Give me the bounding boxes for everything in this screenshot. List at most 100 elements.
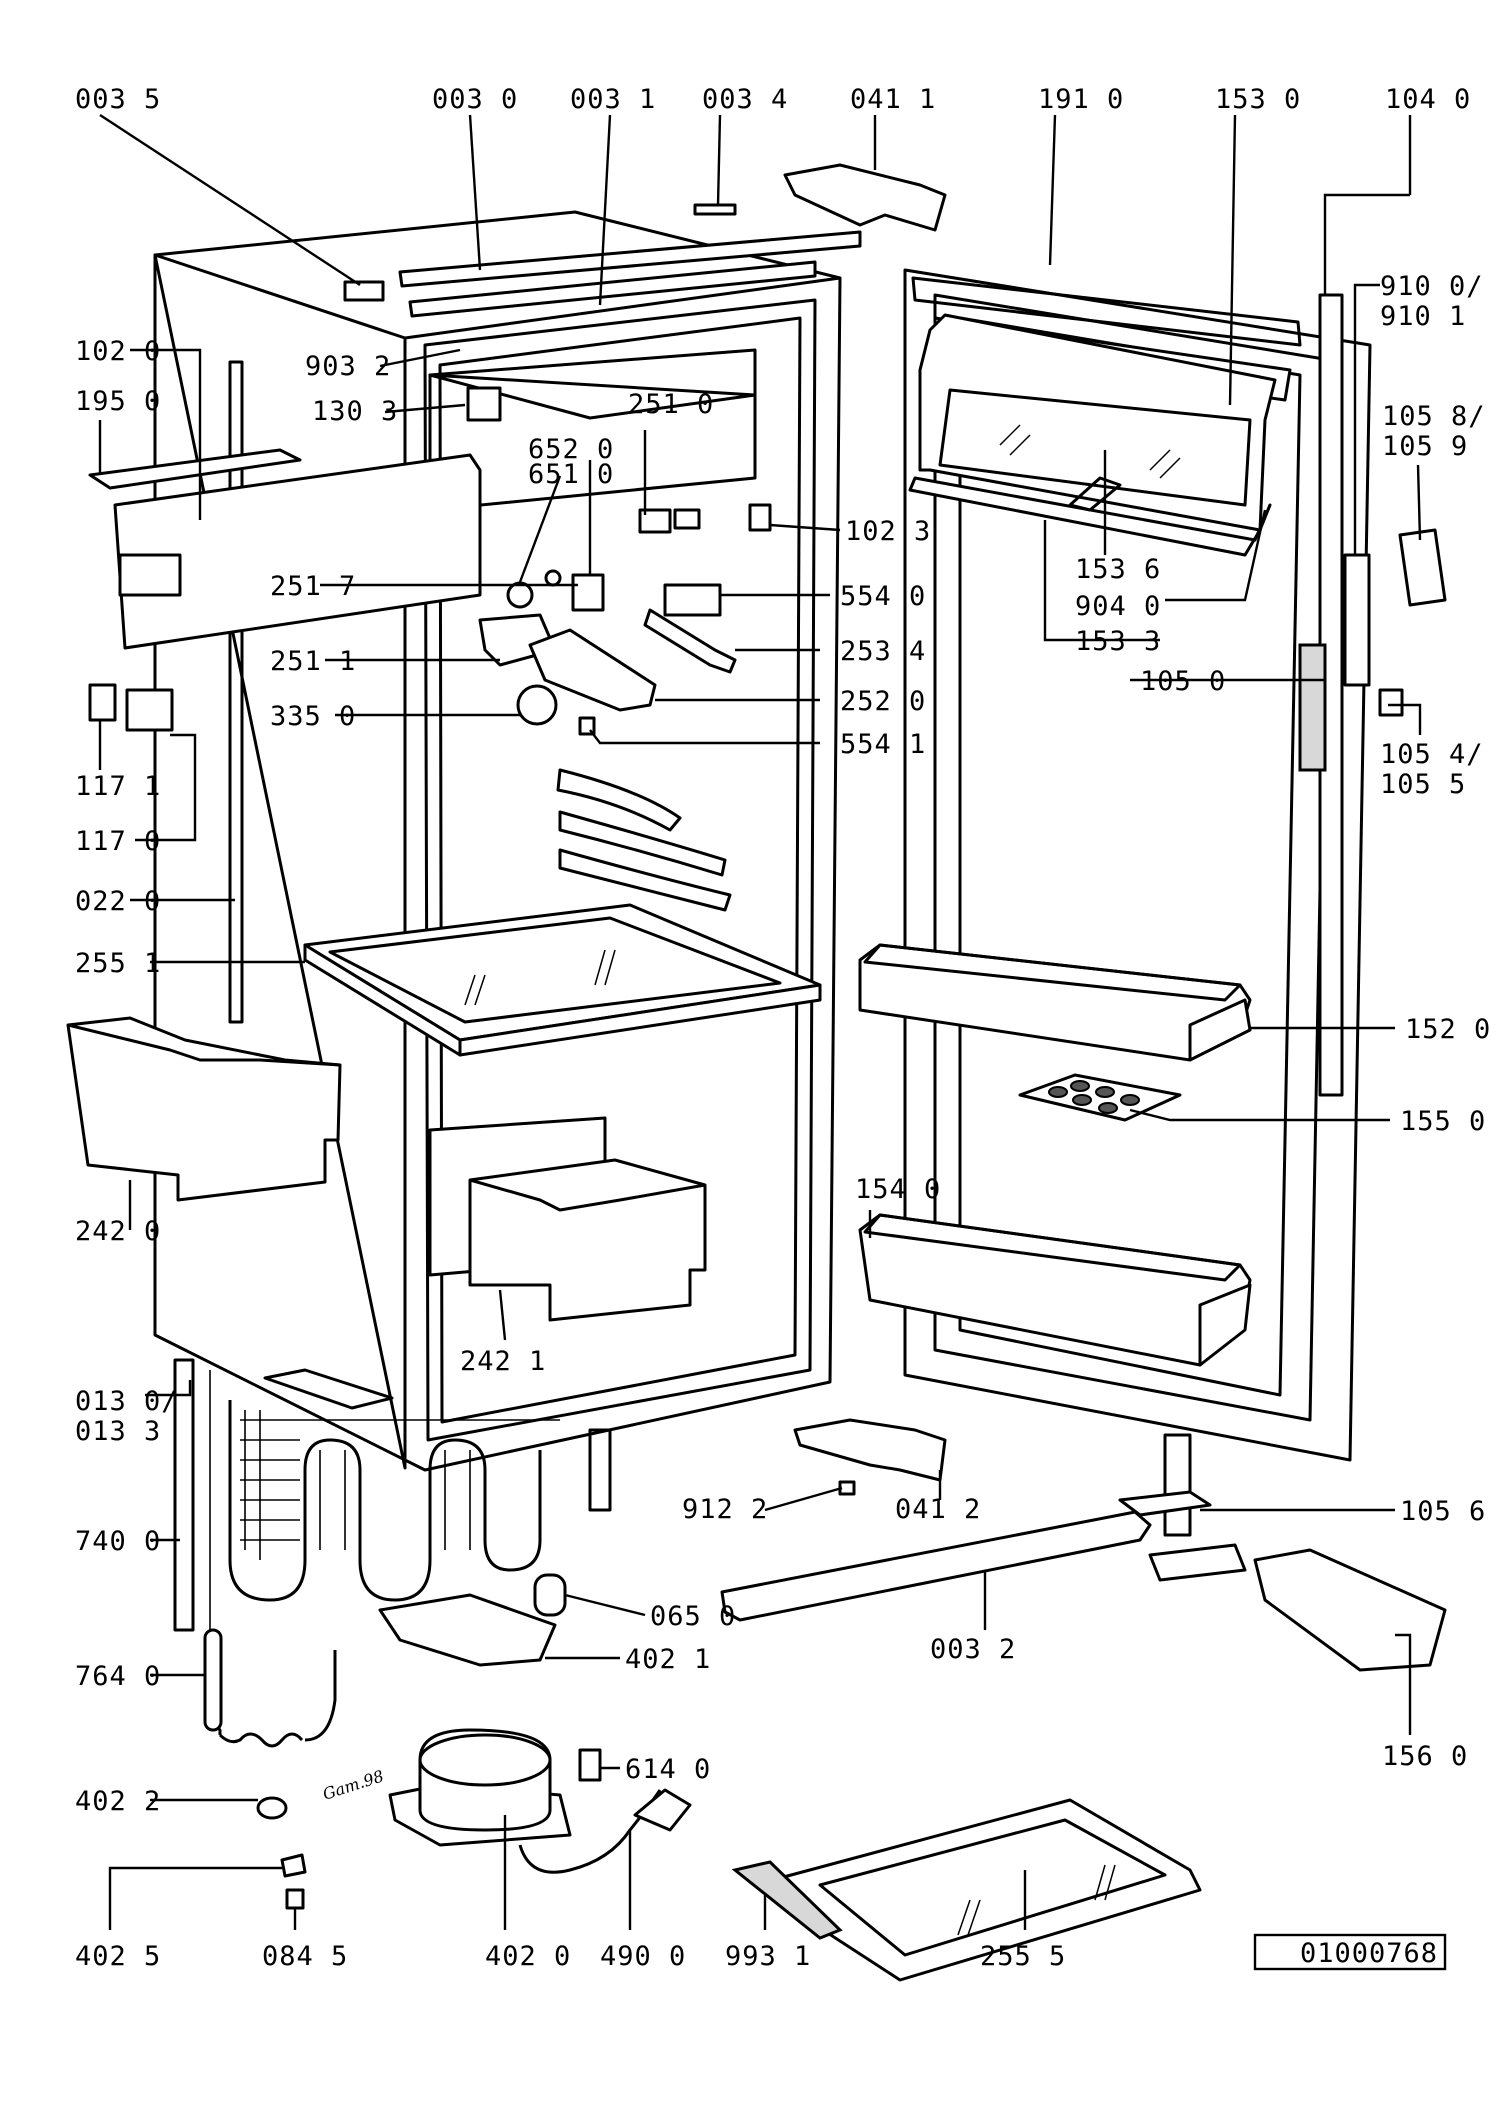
label-1533: 153 3 <box>1075 626 1161 657</box>
loose-parts-top <box>66 163 1447 1202</box>
label-9040: 904 0 <box>1075 591 1161 622</box>
label-3350: 335 0 <box>270 701 356 732</box>
label-1170: 117 0 <box>75 826 161 857</box>
part-labels: 003 5 003 0 003 1 003 4 041 1 191 0 153 … <box>75 84 1491 1972</box>
label-6510: 651 0 <box>528 459 614 490</box>
label-5540: 554 0 <box>840 581 926 612</box>
pin-0034 <box>693 203 737 216</box>
label-1540: 154 0 <box>855 1174 941 1205</box>
condenser-assembly <box>173 1358 612 1748</box>
label-2534: 253 4 <box>840 636 926 667</box>
hinge-0411 <box>783 163 947 232</box>
top-rail-0031 <box>408 260 817 318</box>
part-4022 <box>256 1796 288 1820</box>
tray-1560 <box>1253 1548 1447 1672</box>
label-1550: 155 0 <box>1400 1106 1486 1137</box>
label-1040: 104 0 <box>1385 84 1471 115</box>
label-1059: 105 9 <box>1382 431 1468 462</box>
clip-4025 <box>280 1853 307 1878</box>
clip-0035 <box>343 280 385 302</box>
label-4021: 402 1 <box>625 1644 711 1675</box>
label-1520: 152 0 <box>1405 1014 1491 1045</box>
bracket-0130 <box>263 1368 394 1410</box>
label-1058: 105 8/ <box>1382 401 1486 432</box>
foot-0845 <box>285 1888 305 1910</box>
label-0034: 003 4 <box>702 84 788 115</box>
cover-2520 <box>528 628 657 712</box>
part-1058 <box>1398 528 1447 607</box>
label-9100: 910 0/ <box>1380 271 1484 302</box>
label-1530: 153 0 <box>1215 84 1301 115</box>
label-1023: 102 3 <box>845 516 931 547</box>
label-0412: 041 2 <box>895 1494 981 1525</box>
label-0411: 041 1 <box>850 84 936 115</box>
label-0133: 013 3 <box>75 1416 161 1447</box>
label-0130: 013 0/ <box>75 1386 179 1417</box>
label-1050: 105 0 <box>1140 666 1226 697</box>
hinge-9100 <box>1343 553 1371 687</box>
label-0032: 003 2 <box>930 1634 1016 1665</box>
part-6520 <box>544 569 562 587</box>
part-0650 <box>533 1573 567 1617</box>
thermostat-5540 <box>663 583 722 617</box>
loose-parts-bottom <box>256 1418 1447 1982</box>
label-1303: 130 3 <box>312 396 398 427</box>
label-0035: 003 5 <box>75 84 161 115</box>
switch-2517 <box>571 573 605 612</box>
label-0650: 065 0 <box>650 1601 736 1632</box>
label-2551: 255 1 <box>75 948 161 979</box>
panel-1020 <box>113 453 482 650</box>
label-1536: 153 6 <box>1075 554 1161 585</box>
rail-7400 <box>173 1358 195 1632</box>
cabinet-body <box>153 210 862 1472</box>
label-1055: 105 5 <box>1380 769 1466 800</box>
flap-1536 <box>938 388 1252 507</box>
label-1910: 191 0 <box>1038 84 1124 115</box>
label-2517: 251 7 <box>270 571 356 602</box>
label-4022: 402 2 <box>75 1786 161 1817</box>
label-4020: 402 0 <box>485 1941 571 1972</box>
label-1171: 117 1 <box>75 771 161 802</box>
lamp-6510 <box>506 581 534 609</box>
label-7400: 740 0 <box>75 1526 161 1557</box>
part-1023 <box>748 503 772 532</box>
plug-4900 <box>633 1788 692 1832</box>
label-9032: 903 2 <box>305 351 391 382</box>
label-2555: 255 5 <box>980 1941 1066 1972</box>
label-7640: 764 0 <box>75 1661 161 1692</box>
knob-2534 <box>643 608 737 674</box>
pipe-0220 <box>228 360 244 1024</box>
relay-6140 <box>578 1748 602 1782</box>
label-0031: 003 1 <box>570 84 656 115</box>
label-2420: 242 0 <box>75 1216 161 1247</box>
draftsman-signature: Gam.98 <box>320 1766 386 1804</box>
plate-0032 <box>720 1510 1152 1622</box>
crisper-2420 <box>66 1016 342 1202</box>
label-4900: 490 0 <box>600 1941 686 1972</box>
label-1303 <box>466 386 502 422</box>
label-2421: 242 1 <box>460 1346 546 1377</box>
label-6140: 614 0 <box>625 1754 711 1785</box>
top-rail-0030 <box>398 230 862 288</box>
bracket-4021 <box>378 1593 557 1667</box>
label-0845: 084 5 <box>262 1941 348 1972</box>
door-assembly <box>858 268 1372 1462</box>
label-0030: 003 0 <box>432 84 518 115</box>
label-1056: 105 6 <box>1400 1496 1486 1527</box>
label-9931: 993 1 <box>725 1941 811 1972</box>
label-6520: 652 0 <box>528 434 614 465</box>
part-1054 <box>1378 688 1404 717</box>
part-2510 <box>638 508 672 534</box>
label-9101: 910 1 <box>1380 301 1466 332</box>
label-1020: 102 0 <box>75 336 161 367</box>
leader-lines <box>98 113 1422 1930</box>
label-2520: 252 0 <box>840 686 926 717</box>
button-3350 <box>516 684 558 726</box>
panel-1950 <box>88 448 302 490</box>
hinge-0412 <box>793 1418 947 1482</box>
part-1170 <box>125 688 174 732</box>
scraper-9931 <box>731 1860 843 1940</box>
part-1171 <box>88 683 117 722</box>
reference-box: 01000768 <box>1253 1933 1447 1971</box>
